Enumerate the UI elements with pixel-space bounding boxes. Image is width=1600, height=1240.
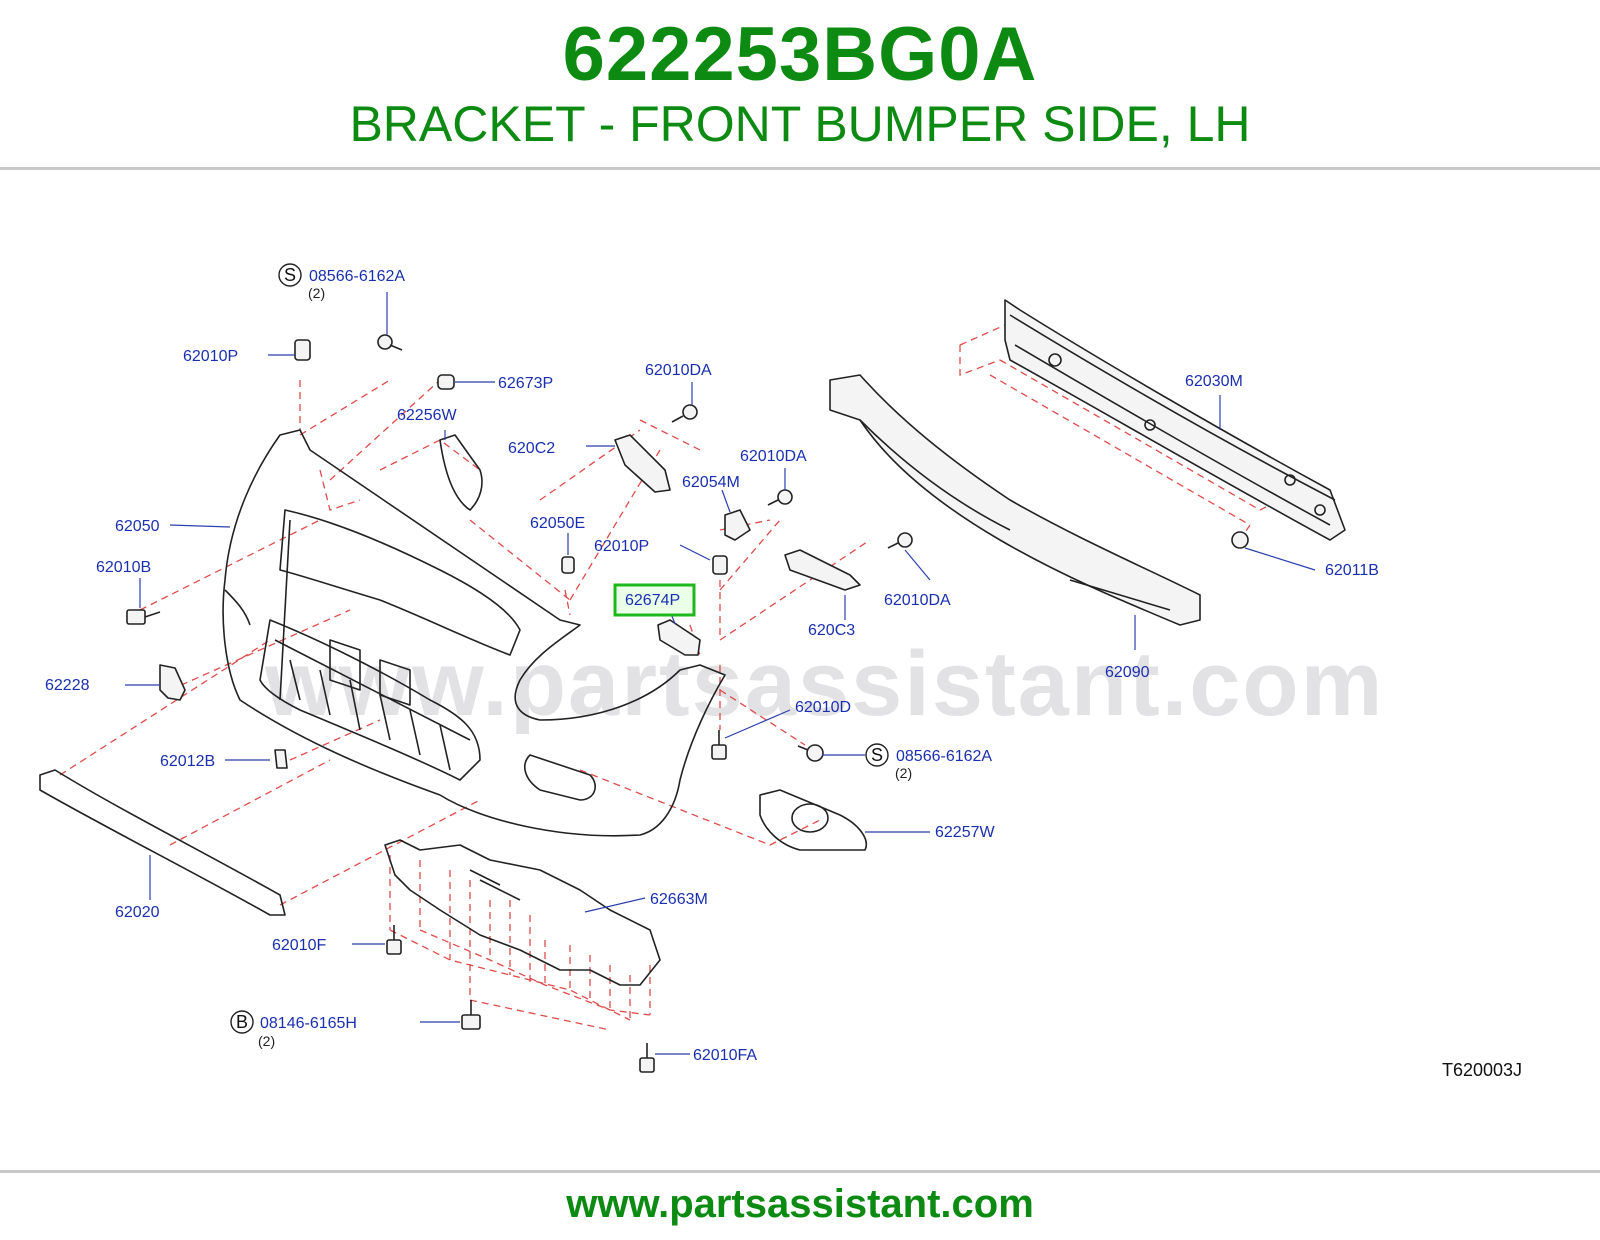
fog-lamp-finisher-rh bbox=[439, 434, 483, 511]
clip-icon bbox=[712, 555, 728, 575]
qty-08146: (2) bbox=[258, 1033, 275, 1049]
front-bumper-fascia bbox=[222, 429, 726, 837]
bolt-icon bbox=[461, 1000, 481, 1030]
label-620C3: 620C3 bbox=[808, 622, 855, 639]
s-badge-top: S bbox=[278, 263, 302, 287]
clip-icon bbox=[437, 374, 455, 390]
label-62090: 62090 bbox=[1105, 664, 1150, 681]
diagram-svg: www.partsassistant.com bbox=[39, 263, 1522, 1080]
label-08146-6165H: 08146-6165H bbox=[260, 1015, 357, 1032]
fog-lamp-finisher-lh bbox=[759, 789, 867, 851]
label-62257W: 62257W bbox=[935, 824, 995, 841]
label-08566-6162A-bottom: 08566-6162A bbox=[896, 748, 992, 765]
page-header: 622253BG0A BRACKET - FRONT BUMPER SIDE, … bbox=[0, 0, 1600, 170]
label-62256W: 62256W bbox=[397, 407, 457, 424]
footer-divider bbox=[0, 1170, 1600, 1173]
header-divider bbox=[0, 167, 1600, 170]
exploded-parts-diagram: www.partsassistant.com bbox=[0, 172, 1600, 1167]
label-62010F: 62010F bbox=[272, 937, 326, 954]
label-08566-6162A-top: 08566-6162A bbox=[309, 268, 405, 285]
svg-text:S: S bbox=[284, 265, 296, 285]
side-bracket-rh bbox=[614, 434, 671, 493]
label-62010P-mid: 62010P bbox=[594, 538, 649, 555]
screw-icon bbox=[797, 744, 824, 762]
label-62228: 62228 bbox=[45, 677, 90, 694]
clip-icon bbox=[294, 339, 311, 361]
nut-icon bbox=[1231, 531, 1249, 549]
part-number-title: 622253BG0A bbox=[562, 12, 1038, 97]
bolt-icon bbox=[639, 1043, 655, 1073]
part-name-subtitle: BRACKET - FRONT BUMPER SIDE, LH bbox=[349, 96, 1251, 152]
s-badge-bottom: S bbox=[865, 743, 889, 767]
label-62020: 62020 bbox=[115, 904, 160, 921]
label-62010P-top: 62010P bbox=[183, 348, 238, 365]
label-62010DA-c: 62010DA bbox=[884, 592, 951, 609]
bolt-icon bbox=[711, 730, 727, 760]
label-62050E: 62050E bbox=[530, 515, 585, 532]
screw-icon bbox=[377, 334, 403, 351]
clip-icon bbox=[561, 556, 575, 574]
svg-text:S: S bbox=[871, 745, 883, 765]
camera-bracket bbox=[159, 664, 186, 701]
screw-icon bbox=[671, 404, 698, 423]
side-bracket-lh bbox=[784, 549, 861, 591]
bolt-icon bbox=[386, 925, 402, 955]
highlighted-bracket bbox=[657, 619, 701, 656]
highlight-box bbox=[613, 583, 696, 617]
svg-text:B: B bbox=[236, 1012, 248, 1032]
label-62050: 62050 bbox=[115, 518, 160, 535]
bumper-reinforcement-beam bbox=[1004, 299, 1346, 541]
label-62010DA-b: 62010DA bbox=[740, 448, 807, 465]
diagram-reference-code: T620003J bbox=[1442, 1060, 1522, 1080]
footer-website-link[interactable]: www.partsassistant.com bbox=[566, 1182, 1034, 1226]
b-badge: B bbox=[230, 1010, 254, 1034]
label-62054M: 62054M bbox=[682, 474, 740, 491]
watermark-text: www.partsassistant.com bbox=[264, 633, 1384, 735]
label-62030M: 62030M bbox=[1185, 373, 1243, 390]
label-62010B: 62010B bbox=[96, 559, 151, 576]
label-62674P: 62674P bbox=[625, 592, 680, 609]
clip-part bbox=[274, 749, 288, 769]
part-labels: 08566-6162A (2) 62010P 62673P 62256W 620… bbox=[45, 268, 1379, 1064]
fasteners bbox=[126, 334, 1249, 1073]
energy-absorber bbox=[829, 374, 1201, 626]
qty-bottom: (2) bbox=[895, 765, 912, 781]
undercover bbox=[384, 839, 661, 986]
qty-top: (2) bbox=[308, 285, 325, 301]
label-62012B: 62012B bbox=[160, 753, 215, 770]
screw-icon bbox=[767, 489, 793, 506]
label-62010DA-a: 62010DA bbox=[645, 362, 712, 379]
label-62673P: 62673P bbox=[498, 375, 553, 392]
screw-icon bbox=[887, 532, 913, 549]
bolt-icon bbox=[126, 609, 161, 625]
label-62011B: 62011B bbox=[1325, 562, 1379, 579]
label-620C2: 620C2 bbox=[508, 440, 555, 457]
label-62663M: 62663M bbox=[650, 891, 708, 908]
label-62010D: 62010D bbox=[795, 699, 851, 716]
front-grille bbox=[39, 769, 286, 916]
retainer-bracket bbox=[724, 509, 751, 541]
label-62010FA: 62010FA bbox=[693, 1047, 757, 1064]
